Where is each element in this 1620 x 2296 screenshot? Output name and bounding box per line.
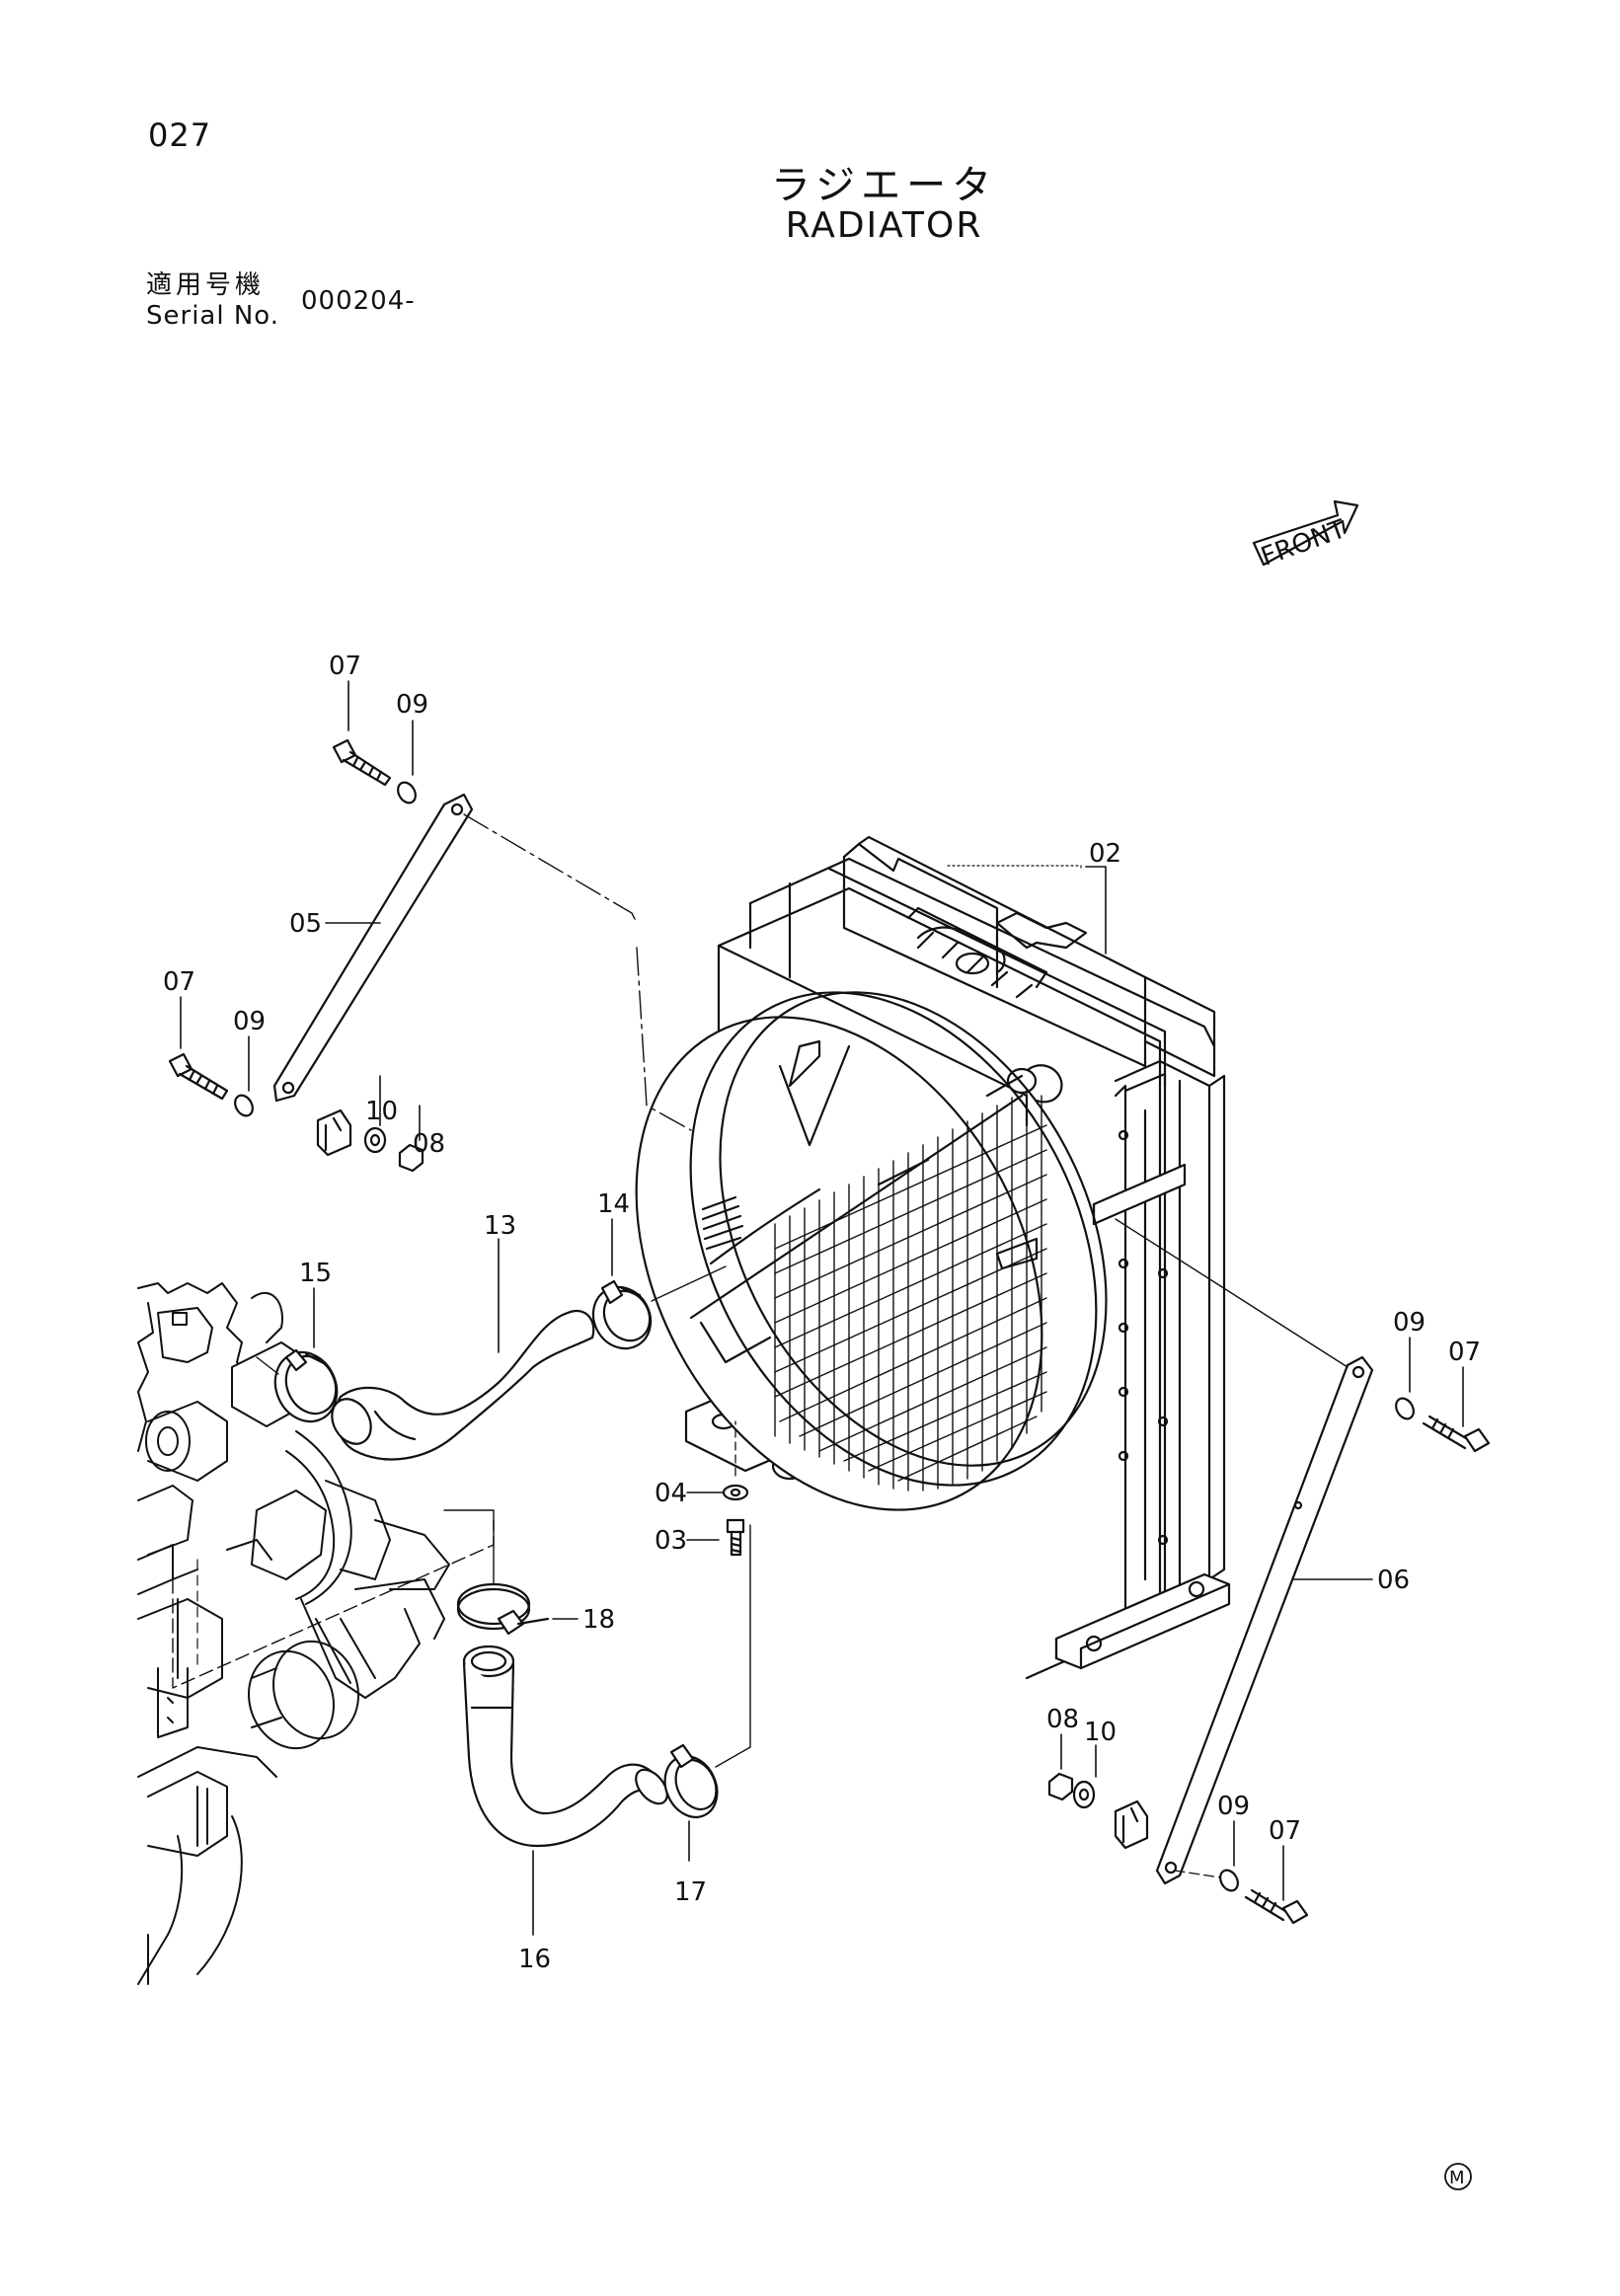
callout-09-d: 09 — [1217, 1792, 1250, 1821]
nut-08-b — [1047, 1772, 1074, 1801]
clamp-14 — [591, 1279, 653, 1350]
washer-09-d — [1219, 1869, 1239, 1892]
serial-number-value: 000204- — [301, 286, 416, 316]
callout-09-c: 09 — [1393, 1308, 1426, 1338]
washer-10-b — [1072, 1780, 1096, 1809]
callout-15: 15 — [299, 1259, 332, 1288]
callout-06: 06 — [1377, 1566, 1410, 1595]
bolt-03 — [726, 1518, 745, 1557]
clamp-17 — [663, 1743, 719, 1818]
cushion-a — [316, 1109, 352, 1157]
callout-10-a: 10 — [365, 1097, 398, 1126]
washer-09-a — [397, 781, 417, 804]
bolt-07-c — [1422, 1415, 1491, 1453]
clamp-15 — [273, 1348, 339, 1423]
callout-09-b: 09 — [233, 1007, 266, 1036]
callout-10-b: 10 — [1084, 1718, 1117, 1747]
page-title: RADIATOR — [785, 205, 983, 246]
serial-label-japanese: 適用号機 — [146, 270, 266, 300]
callout-18: 18 — [582, 1605, 615, 1635]
radiator-assembly — [635, 835, 1231, 1680]
engine-partial — [137, 1282, 450, 1985]
washer-10-a — [363, 1126, 387, 1154]
callout-04: 04 — [655, 1479, 687, 1508]
callout-09-a: 09 — [396, 690, 428, 720]
stay-06 — [1155, 1355, 1374, 1885]
hose-13 — [331, 1310, 595, 1461]
front-arrow-icon: FRONT — [1252, 499, 1359, 573]
callout-07-c: 07 — [1448, 1338, 1481, 1367]
washer-09-c — [1395, 1397, 1415, 1420]
callout-14: 14 — [597, 1189, 630, 1219]
footer-mark: M — [1449, 2168, 1465, 2188]
nut-08-a — [398, 1143, 424, 1173]
serial-label: Serial No. — [146, 301, 279, 331]
callout-02: 02 — [1089, 839, 1121, 869]
bolt-07-b — [168, 1052, 229, 1101]
callout-05: 05 — [289, 909, 322, 939]
front-arrow-label: FRONT — [1258, 514, 1350, 573]
callout-07-b: 07 — [163, 967, 195, 997]
page-title-japanese: ラジエータ — [770, 163, 998, 208]
bolt-07-d — [1244, 1888, 1309, 1925]
callout-17: 17 — [674, 1877, 707, 1907]
m-mark-icon — [1444, 2163, 1472, 2190]
callout-07-d: 07 — [1269, 1816, 1301, 1846]
callout-08-b: 08 — [1046, 1705, 1079, 1734]
stay-05 — [272, 793, 474, 1103]
callout-08-a: 08 — [413, 1129, 445, 1159]
callout-07-a: 07 — [329, 651, 361, 681]
callout-03: 03 — [655, 1526, 687, 1556]
clamp-18 — [456, 1582, 550, 1636]
bolt-07-a — [332, 738, 392, 787]
washer-09-b — [234, 1094, 254, 1117]
hose-16 — [462, 1645, 668, 1848]
callout-16: 16 — [518, 1945, 551, 1974]
callout-13: 13 — [484, 1211, 516, 1241]
page-number: 027 — [148, 116, 212, 154]
washer-04 — [722, 1484, 749, 1501]
